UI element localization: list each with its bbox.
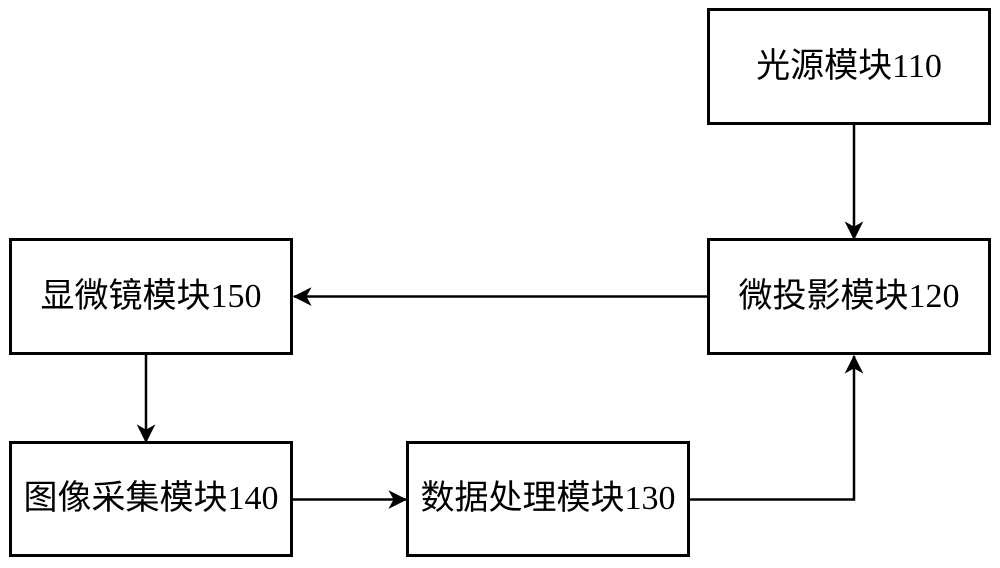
node-light-source: 光源模块110 [707,8,991,125]
node-microscope-label: 显微镜模块150 [40,277,262,315]
edge-data-processing-to-micro-projection [690,354,864,501]
node-light-source-label: 光源模块110 [756,47,942,85]
node-image-capture-label: 图像采集模块140 [23,480,279,517]
node-micro-projection-label: 微投影模块120 [738,277,960,315]
node-data-processing: 数据处理模块130 [406,441,690,557]
node-image-capture: 图像采集模块140 [9,441,293,557]
node-data-processing-label: 数据处理模块130 [420,480,676,517]
node-microscope: 显微镜模块150 [9,238,293,355]
node-micro-projection: 微投影模块120 [707,238,991,355]
